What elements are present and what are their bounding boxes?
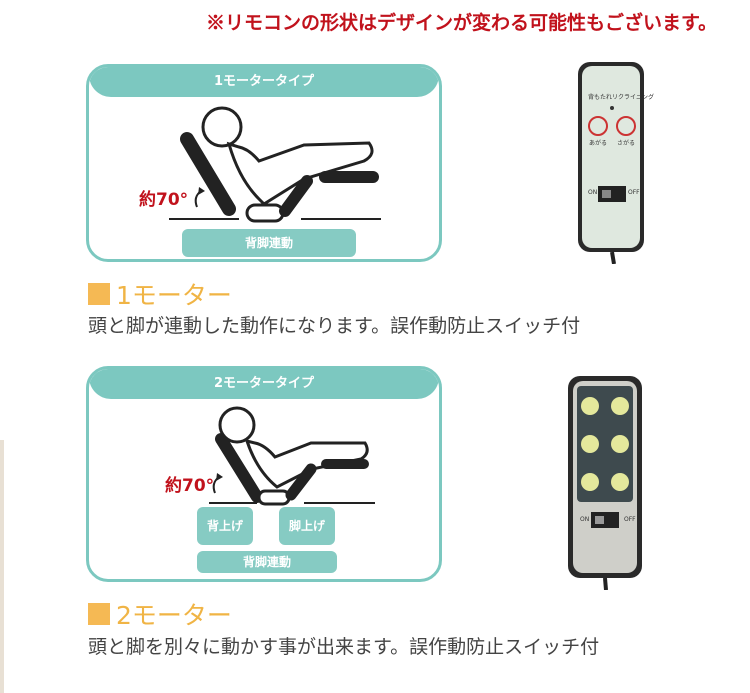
panel-title: 1モータータイプ [89,67,439,97]
pill-back-leg-linked: 背脚連動 [197,551,337,573]
description-2motor: 頭と脚を別々に動かす事が出来ます。誤作動防止スイッチ付 [88,636,600,658]
heading-text: 1モーター [116,281,232,310]
heading-1motor: 1モーター [88,276,232,312]
remote-off-label: OFF [628,189,640,196]
remote-on-label: ON [588,189,598,196]
description-1motor: 頭と脚が連動した動作になります。誤作動防止スイッチ付 [88,315,581,337]
pill-leg-up: 脚上げ [279,507,335,545]
remote-label: 背もたれリクライニング [588,94,655,101]
panel-1motor: 1モータータイプ 約70° 背脚連動 [86,64,442,262]
remote-off-label: OFF [624,516,636,523]
angle-label: 約70° [139,190,189,210]
remote-button-up: あがる [589,140,608,147]
remote-2motor: ON OFF [566,374,646,590]
pill-back-up: 背上げ [197,507,253,545]
pill-back-leg-linked: 背脚連動 [182,229,356,257]
panel-title: 2モータータイプ [89,369,439,399]
remote-1motor: 背もたれリクライニング あがる さがる ON OFF [576,60,654,264]
panel-2motor: 2モータータイプ 約70° 背上げ 脚上げ 背脚連動 [86,366,442,582]
remote-on-label: ON [580,516,590,523]
angle-label: 約70° [165,476,215,496]
left-edge-strip [0,440,4,693]
reclining-figure-illustration [169,106,381,223]
reclining-figure-illustration [209,406,375,506]
heading-square-icon [88,283,110,305]
heading-text: 2モーター [116,601,232,630]
heading-2motor: 2モーター [88,596,232,632]
heading-square-icon [88,603,110,625]
design-change-notice: ※リモコンの形状はデザインが変わる可能性もございます。 [206,12,718,34]
remote-button-down: さがる [617,140,636,147]
